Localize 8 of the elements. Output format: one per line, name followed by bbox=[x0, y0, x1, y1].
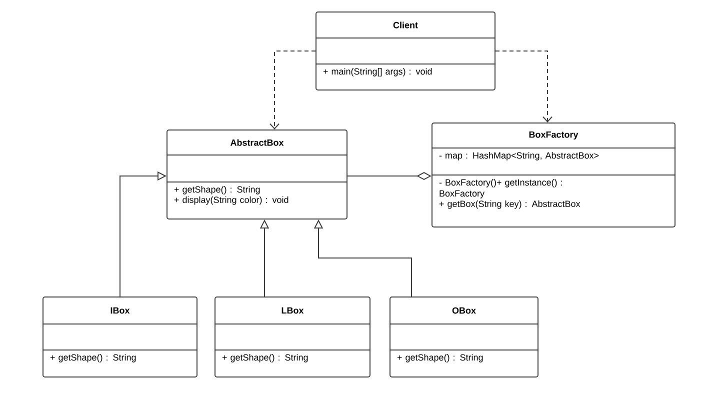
class-box: LBox + getShape() : String bbox=[214, 296, 370, 378]
arrow bbox=[495, 50, 552, 122]
class-box: OBox + getShape() : String bbox=[390, 296, 538, 378]
class-box: IBox + getShape() : String bbox=[42, 296, 198, 378]
arrow bbox=[270, 50, 316, 130]
class-box: AbstractBox + getShape() : String + display(String color) : void bbox=[166, 130, 348, 220]
class-box: BoxFactory - map : HashMap<String, AbstractBox> - BoxFactory()+ getInstance() : BoxFactory + getBox(String key) : AbstractBox bbox=[432, 122, 676, 228]
class-box: Client + main(String[] args) : void bbox=[316, 12, 496, 90]
